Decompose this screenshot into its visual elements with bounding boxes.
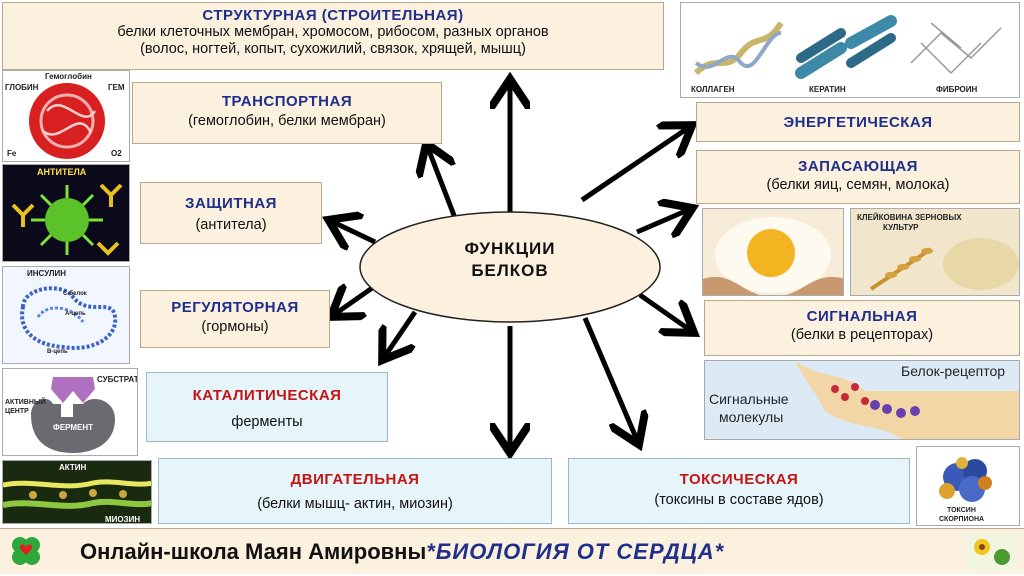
- footer-bar: Онлайн-школа Маян Амировны*БИОЛОГИЯ ОТ С…: [0, 528, 1024, 574]
- receptor-protein-label: Белок-рецептор: [901, 363, 1006, 379]
- enzyme-image: СУБСТРАТ АКТИВНЫЙ ЦЕНТР ФЕРМЕНТ: [2, 368, 138, 456]
- center-ellipse: [359, 211, 661, 323]
- signal-molecules-line1: Сигнальные: [709, 391, 789, 407]
- antibody-title: АНТИТЕЛА: [37, 167, 87, 177]
- gluten-label-line2: КУЛЬТУР: [883, 223, 919, 232]
- sunflower-logo-icon: [966, 533, 1016, 571]
- signal-title: СИГНАЛЬНАЯ: [806, 308, 918, 325]
- myosin-label: МИОЗИН: [105, 515, 141, 524]
- box-motor: ДВИГАТЕЛЬНАЯ (белки мышц- актин, миозин): [158, 458, 552, 524]
- energy-title: ЭНЕРГЕТИЧЕСКАЯ: [783, 114, 933, 131]
- arrow-catalytic: [385, 310, 418, 356]
- footer-brand: *БИОЛОГИЯ ОТ СЕРДЦА*: [426, 539, 725, 564]
- structural-line2: (волос, ногтей, копыт, сухожилий, связок…: [140, 41, 526, 57]
- protective-desc: (антитела): [195, 217, 267, 233]
- arrow-storage: [636, 210, 688, 232]
- gluten-drawing: [869, 238, 1019, 291]
- insulin-cpeptide-label: С-белок: [63, 291, 87, 297]
- gluten-label-line1: КЛЕЙКОВИНА ЗЕРНОВЫХ: [857, 213, 962, 222]
- gluten-image: КЛЕЙКОВИНА ЗЕРНОВЫХ КУЛЬТУР: [850, 208, 1020, 296]
- arrow-transport: [428, 148, 458, 219]
- structural-title: СТРУКТУРНАЯ (СТРОИТЕЛЬНАЯ): [202, 7, 464, 24]
- center-title-line1: ФУНКЦИИ: [464, 239, 556, 258]
- transport-desc: (гемоглобин, белки мембран): [188, 113, 386, 129]
- antibody-drawing: [11, 183, 123, 256]
- transport-title: ТРАНСПОРТНАЯ: [221, 93, 353, 110]
- scorpion-toxin-image: ТОКСИН СКОРПИОНА: [916, 446, 1020, 526]
- box-regulatory: РЕГУЛЯТОРНАЯ (гормоны): [140, 290, 330, 348]
- signal-molecules-line2: молекулы: [719, 409, 784, 425]
- motor-desc: (белки мышц- актин, миозин): [257, 496, 453, 512]
- enzyme-drawing: [31, 377, 115, 453]
- box-signal: СИГНАЛЬНАЯ (белки в рецепторах): [704, 300, 1020, 356]
- arrow-toxic: [582, 317, 637, 440]
- structural-line1: белки клеточных мембран, хромосом, рибос…: [117, 24, 549, 40]
- box-toxic: ТОКСИЧЕСКАЯ (токсины в составе ядов): [568, 458, 910, 524]
- arrow-regulatory: [335, 286, 377, 314]
- box-structural: СТРУКТУРНАЯ (СТРОИТЕЛЬНАЯ) белки клеточн…: [2, 2, 664, 70]
- box-catalytic: КАТАЛИТИЧЕСКАЯ ферменты: [146, 372, 388, 442]
- arrow-protective: [333, 222, 377, 242]
- motor-title: ДВИГАТЕЛЬНАЯ: [290, 471, 420, 488]
- storage-desc: (белки яиц, семян, молока): [766, 177, 950, 193]
- hemoglobin-fe-label: Fe: [7, 149, 17, 158]
- insulin-b-chain-label: В-цепь: [47, 349, 68, 355]
- actin-label: АКТИН: [59, 463, 87, 472]
- scorpion-toxin-line2: СКОРПИОНА: [939, 516, 985, 523]
- insulin-image: ИНСУЛИН С-белок А-цепь В-цепь: [2, 266, 130, 364]
- signal-desc: (белки в рецепторах): [790, 327, 934, 343]
- toxic-desc: (токсины в составе ядов): [654, 492, 824, 508]
- toxic-title: ТОКСИЧЕСКАЯ: [679, 471, 799, 488]
- insulin-a-chain-label: А-цепь: [65, 311, 86, 317]
- footer-text: Онлайн-школа Маян Амировны*БИОЛОГИЯ ОТ С…: [80, 539, 724, 565]
- enzyme-active-label: АКТИВНЫЙ: [5, 399, 46, 406]
- catalytic-desc: ферменты: [231, 414, 303, 430]
- catalytic-title: КАТАЛИТИЧЕСКАЯ: [192, 387, 342, 404]
- box-energy: ЭНЕРГЕТИЧЕСКАЯ: [696, 102, 1020, 142]
- hemoglobin-image: Гемоглобин ГЛОБИН ГЕМ Fe O2: [2, 70, 130, 162]
- enzyme-name-label: ФЕРМЕНТ: [53, 423, 94, 432]
- collagen-label: КОЛЛАГЕН: [691, 85, 735, 94]
- hemoglobin-globin-label: ГЛОБИН: [5, 83, 39, 92]
- scorpion-toxin-line1: ТОКСИН: [947, 507, 976, 514]
- fibroin-label: ФИБРОИН: [936, 85, 978, 94]
- clover-logo-icon: [8, 533, 44, 569]
- antibody-image: АНТИТЕЛА: [2, 164, 130, 262]
- enzyme-center-label: ЦЕНТР: [5, 408, 29, 415]
- receptor-drawing: [795, 361, 1019, 439]
- keratin-label: КЕРАТИН: [809, 85, 846, 94]
- enzyme-substrate-label: СУБСТРАТ: [97, 375, 138, 384]
- footer-school: Онлайн-школа Маян Амировны: [80, 539, 427, 564]
- egg-drawing: [703, 217, 843, 295]
- fibrous-proteins-drawing: [693, 15, 1002, 79]
- center-title-line2: БЕЛКОВ: [471, 261, 549, 280]
- actin-drawing: [3, 479, 151, 509]
- actin-image: АКТИН МИОЗИН: [2, 460, 152, 524]
- scorpion-toxin-drawing: [939, 457, 992, 502]
- protective-title: ЗАЩИТНАЯ: [185, 195, 277, 212]
- hemoglobin-gem-label: ГЕМ: [108, 83, 125, 92]
- box-storage: ЗАПАСАЮЩАЯ (белки яиц, семян, молока): [696, 150, 1020, 204]
- egg-image: [702, 208, 844, 296]
- hemoglobin-drawing: [29, 83, 105, 159]
- hemoglobin-o2-label: O2: [111, 149, 122, 158]
- hemoglobin-title: Гемоглобин: [45, 72, 92, 81]
- regulatory-desc: (гормоны): [201, 319, 269, 335]
- center-title: ФУНКЦИИ БЕЛКОВ: [360, 238, 660, 282]
- box-transport: ТРАНСПОРТНАЯ (гемоглобин, белки мембран): [132, 82, 442, 144]
- insulin-title: ИНСУЛИН: [27, 269, 67, 278]
- fibrous-proteins-image: КОЛЛАГЕН КЕРАТИН ФИБРОИН: [680, 2, 1020, 98]
- storage-title: ЗАПАСАЮЩАЯ: [798, 158, 918, 175]
- insulin-drawing: [20, 286, 118, 350]
- arrow-energy: [580, 128, 688, 203]
- receptor-image: Белок-рецептор Сигнальные молекулы: [704, 360, 1020, 440]
- box-protective: ЗАЩИТНАЯ (антитела): [140, 182, 322, 244]
- regulatory-title: РЕГУЛЯТОРНАЯ: [171, 299, 299, 316]
- arrow-signal: [638, 292, 690, 330]
